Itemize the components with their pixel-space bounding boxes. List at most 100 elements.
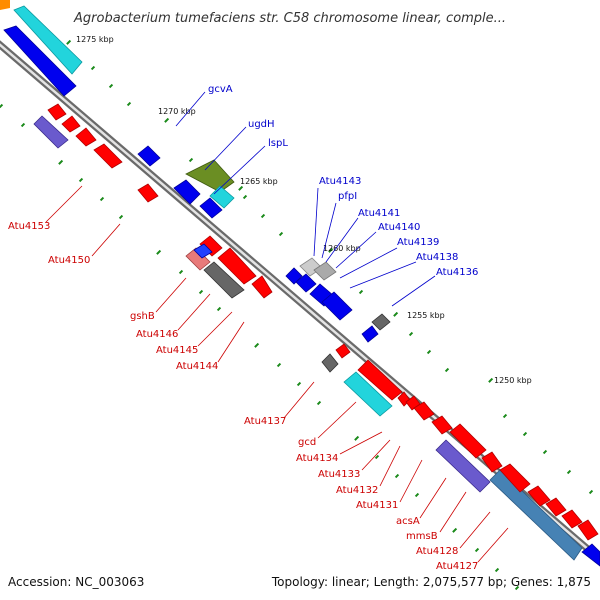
- gene-cyan-1275[interactable]: [13, 5, 83, 75]
- tick: [426, 349, 432, 355]
- gene-label-Atu4143[interactable]: Atu4143: [319, 176, 361, 187]
- gene-label-Atu4139[interactable]: Atu4139: [397, 237, 439, 248]
- gene-label-Atu4140[interactable]: Atu4140: [378, 222, 420, 233]
- gene-red-g[interactable]: [577, 519, 599, 541]
- gene-label-Atu4136[interactable]: Atu4136: [436, 267, 478, 278]
- tick: [522, 431, 528, 437]
- kbp-label: 1255 kbp: [407, 311, 445, 320]
- tick: [58, 159, 64, 165]
- gene-gshB[interactable]: [185, 247, 211, 271]
- kbp-label: 1250 kbp: [494, 376, 532, 385]
- tick: [90, 65, 96, 71]
- gene-red-mid-b[interactable]: [335, 343, 351, 359]
- gene-Atu4140[interactable]: [295, 273, 317, 293]
- gene-Atu4137[interactable]: [343, 371, 393, 417]
- gene-label-pfpI[interactable]: pfpI: [338, 191, 357, 202]
- gene-Atu4131[interactable]: [431, 415, 453, 435]
- gene-arrow-orange[interactable]: [0, 0, 10, 10]
- gene-label-Atu4150[interactable]: Atu4150: [48, 255, 90, 266]
- gene-label-Atu4144[interactable]: Atu4144: [176, 361, 218, 372]
- gene-gray-1255[interactable]: [371, 313, 391, 331]
- tick-marks: [0, 21, 594, 591]
- gene-Atu4153[interactable]: [93, 143, 123, 169]
- tick: [358, 289, 364, 295]
- gene-mmsB[interactable]: [449, 423, 487, 459]
- gene-red-e[interactable]: [545, 497, 567, 517]
- kbp-label: 1265 kbp: [240, 177, 278, 186]
- tick: [414, 492, 420, 498]
- tick: [216, 306, 222, 312]
- tick: [542, 449, 548, 455]
- gene-blue-1275[interactable]: [3, 25, 77, 97]
- tick: [566, 469, 572, 475]
- map-title: Agrobacterium tumefaciens str. C58 chrom…: [73, 11, 506, 26]
- gene-red-top-b[interactable]: [61, 115, 81, 133]
- gene-ugdH[interactable]: [185, 159, 235, 193]
- gene-Atu4150[interactable]: [137, 183, 159, 203]
- gene-blue-b[interactable]: [199, 197, 223, 219]
- tick: [276, 362, 282, 368]
- gene-label-Atu4138[interactable]: Atu4138: [416, 252, 458, 263]
- tick: [178, 269, 184, 275]
- gene-label-Atu4134[interactable]: Atu4134: [296, 453, 338, 464]
- tick: [108, 83, 114, 89]
- gene-gcd[interactable]: [357, 359, 403, 401]
- gene-label-Atu4137[interactable]: Atu4137: [244, 416, 286, 427]
- gene-label-gcvA[interactable]: gcvA: [208, 84, 233, 95]
- gene-label-Atu4128[interactable]: Atu4128: [416, 546, 458, 557]
- gene-blue-end[interactable]: [581, 543, 600, 567]
- gene-Atu4146[interactable]: [217, 247, 257, 285]
- gene-label-gshB[interactable]: gshB: [130, 311, 155, 322]
- kbp-label: 1260 kbp: [323, 244, 361, 253]
- gene-label-lspL[interactable]: lspL: [268, 138, 288, 149]
- tick: [66, 39, 72, 45]
- gene-label-acsA[interactable]: acsA: [396, 516, 420, 527]
- gene-Atu4128[interactable]: [489, 469, 583, 561]
- gene-label-Atu4153[interactable]: Atu4153: [8, 221, 50, 232]
- gene-gray-mid[interactable]: [321, 353, 339, 373]
- tick: [156, 249, 162, 255]
- gene-Atu4132[interactable]: [413, 401, 435, 421]
- gene-red-top-a[interactable]: [47, 103, 67, 121]
- gene-Atu4144[interactable]: [251, 275, 273, 299]
- gene-label-Atu4141[interactable]: Atu4141: [358, 208, 400, 219]
- gene-red-d[interactable]: [527, 485, 551, 507]
- tick: [393, 311, 399, 317]
- gene-Atu4127[interactable]: [499, 463, 531, 493]
- gene-label-Atu4145[interactable]: Atu4145: [156, 345, 198, 356]
- tick: [0, 103, 4, 109]
- tick: [514, 585, 520, 591]
- tick: [374, 454, 380, 460]
- tick: [260, 213, 266, 219]
- accession-text: Accession: NC_003063: [8, 575, 144, 589]
- gene-label-Atu4132[interactable]: Atu4132: [336, 485, 378, 496]
- gene-label-ugdH[interactable]: ugdH: [248, 119, 275, 130]
- tick: [502, 413, 508, 419]
- gene-gshB-blue[interactable]: [193, 243, 213, 259]
- gene-gcvA[interactable]: [137, 145, 161, 167]
- tick: [126, 101, 132, 107]
- gene-label-Atu4131[interactable]: Atu4131: [356, 500, 398, 511]
- gene-label-Atu4146[interactable]: Atu4146: [136, 329, 178, 340]
- kbp-label: 1270 kbp: [158, 107, 196, 116]
- gene-acsA[interactable]: [435, 439, 491, 493]
- gene-lspL[interactable]: [173, 179, 201, 205]
- gene-cyan-small[interactable]: [209, 185, 235, 209]
- gene-Atu4145[interactable]: [203, 261, 245, 299]
- gene-Atu4136[interactable]: [361, 325, 379, 343]
- gene-red-f[interactable]: [561, 509, 583, 529]
- gene-label-mmsB[interactable]: mmsB: [406, 531, 438, 542]
- gene-red-c[interactable]: [481, 451, 503, 473]
- tick: [78, 177, 84, 183]
- tick: [354, 435, 360, 441]
- gene-label-Atu4133[interactable]: Atu4133: [318, 469, 360, 480]
- gene-pfpI[interactable]: [313, 261, 337, 281]
- tick: [254, 342, 260, 348]
- gene-label-Atu4127[interactable]: Atu4127: [436, 561, 478, 572]
- gene-red-top-c[interactable]: [75, 127, 97, 147]
- gene-Atu4138[interactable]: [321, 291, 353, 321]
- gene-purple-top[interactable]: [33, 115, 69, 149]
- gene-label-gcd[interactable]: gcd: [298, 437, 316, 448]
- tick: [164, 117, 170, 123]
